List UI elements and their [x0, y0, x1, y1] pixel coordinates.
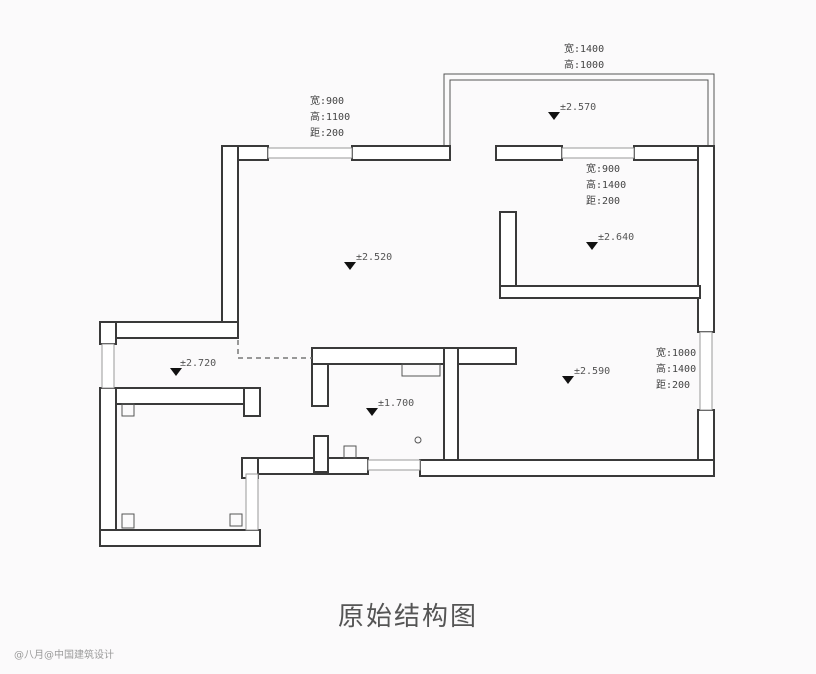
- elev-balcony: ±2.570: [560, 102, 596, 113]
- plan-title: 原始结构图: [337, 602, 478, 632]
- ann-bedroom-1: 宽:900: [586, 162, 620, 175]
- ann-bedroom-2: 高:1400: [586, 178, 626, 191]
- ann-top-left-2: 高:1100: [310, 110, 350, 123]
- elevation-markers: [170, 112, 598, 416]
- elev-bedroom-top: ±2.640: [598, 232, 634, 243]
- ann-top-right-1: 宽:1400: [564, 42, 604, 55]
- opening-line: [237, 340, 312, 359]
- ann-top-left-3: 距:200: [310, 127, 344, 139]
- walls: [99, 145, 715, 547]
- elev-entry: ±2.720: [180, 358, 216, 369]
- elev-living: ±2.520: [356, 252, 392, 263]
- ann-top-right-2: 高:1000: [564, 58, 604, 71]
- ann-right-3: 距:200: [656, 379, 690, 391]
- fixtures: [121, 363, 441, 529]
- windows: [101, 147, 713, 531]
- ann-right-2: 高:1400: [656, 362, 696, 375]
- ann-bedroom-3: 距:200: [586, 195, 620, 207]
- ann-right-1: 宽:1000: [656, 346, 696, 359]
- elev-bedroom-right: ±2.590: [574, 366, 610, 377]
- elev-bath: ±1.700: [378, 398, 414, 409]
- balcony-walls: [443, 73, 715, 146]
- ann-top-left-1: 宽:900: [310, 94, 344, 107]
- watermark: @八月@中国建筑设计: [14, 650, 114, 661]
